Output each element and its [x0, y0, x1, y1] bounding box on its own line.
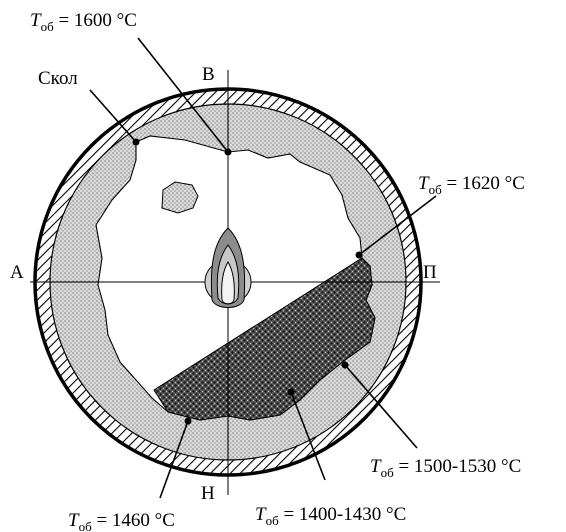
point-1500 — [341, 361, 349, 369]
annotation-1460: Tоб = 1460 °C — [68, 510, 175, 532]
t-subscript: об — [381, 465, 395, 480]
slag-layer — [153, 257, 376, 421]
t-value: = 1400-1430 °C — [279, 504, 407, 525]
burner-flame — [204, 227, 252, 308]
annotation-1620: Tоб = 1620 °C — [418, 173, 525, 197]
leader-1500 — [344, 364, 418, 449]
t-symbol: T — [30, 10, 42, 31]
t-subscript: об — [41, 19, 55, 34]
t-symbol: T — [68, 510, 80, 531]
t-subscript: об — [266, 513, 280, 528]
t-value: = 1500-1530 °C — [394, 456, 522, 477]
lining-island — [161, 181, 199, 214]
label-chip: Скол — [38, 68, 78, 89]
t-subscript: об — [429, 182, 443, 197]
leader-1460 — [159, 420, 189, 499]
t-value: = 1600 °C — [54, 10, 137, 31]
point-1620 — [355, 251, 363, 259]
annotation-1400-1430: Tоб = 1400-1430 °C — [255, 504, 406, 528]
annotation-1600: Tоб = 1600 °C — [30, 10, 137, 34]
leader-1620 — [358, 195, 437, 256]
point-chip — [132, 138, 140, 146]
t-symbol: T — [255, 504, 267, 525]
t-symbol: T — [418, 173, 430, 194]
leader-1400 — [290, 391, 326, 481]
label-top: В — [202, 64, 215, 85]
leader-1600 — [137, 37, 229, 153]
label-left: А — [10, 262, 24, 283]
flame-inner — [221, 261, 235, 305]
t-value: = 1460 °C — [92, 510, 175, 531]
t-value: = 1620 °C — [442, 173, 525, 194]
leader-chip — [89, 89, 137, 143]
point-1600 — [224, 148, 232, 156]
point-1460 — [184, 417, 192, 425]
label-right: П — [423, 262, 437, 283]
t-subscript: об — [79, 519, 93, 532]
annotation-1500-1530: Tоб = 1500-1530 °C — [370, 456, 521, 480]
point-1400 — [287, 388, 295, 396]
t-symbol: T — [370, 456, 382, 477]
label-bottom: Н — [201, 483, 215, 504]
